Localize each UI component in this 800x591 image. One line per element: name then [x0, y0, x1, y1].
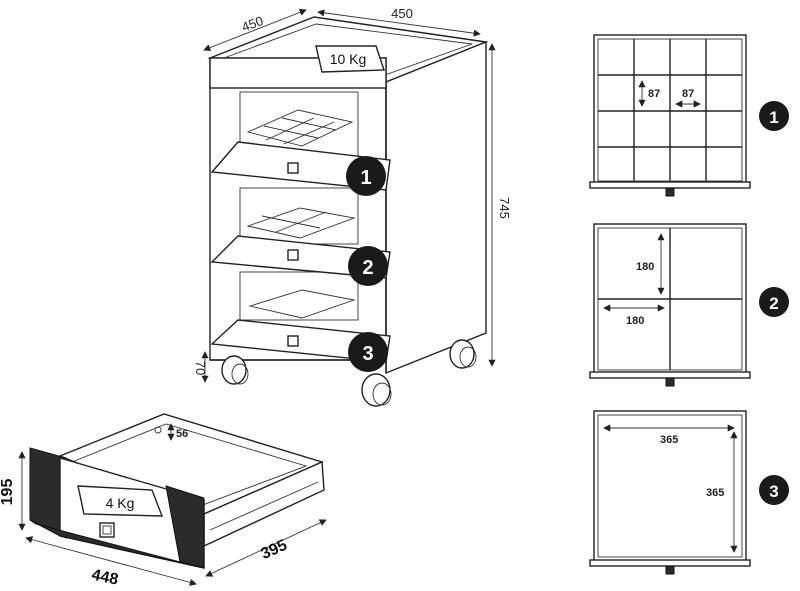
plan1-cell-width-dim: 87 [682, 88, 694, 100]
svg-text:2: 2 [769, 294, 778, 313]
drawer-width-dim: 448 [90, 567, 120, 589]
drawer-inner-dim: 56 [176, 428, 188, 440]
drawer-detail: 4 Kg 195 448 395 56 [0, 413, 327, 589]
svg-text:3: 3 [769, 482, 778, 501]
wheel-height-dim: 70 [193, 361, 208, 375]
cabinet-marker-3: 3 [348, 332, 388, 372]
drawer-front-3 [210, 319, 391, 363]
plan-marker-1: 1 [759, 101, 789, 131]
drawer-load-tag [77, 485, 164, 517]
cabinet-side [385, 40, 487, 375]
drawer-load-label: 4 Kg [106, 495, 135, 511]
cabinet-height-dim: 745 [497, 197, 512, 219]
plan-view-1: 87 87 [589, 34, 751, 197]
svg-text:1: 1 [769, 108, 778, 127]
plan-view-2: 180 180 [589, 223, 751, 387]
knob-1 [287, 162, 299, 174]
plan-marker-3: 3 [759, 475, 789, 505]
drawer-front-2 [210, 235, 391, 279]
drawer-depth-dim: 395 [259, 537, 290, 563]
caster-wheels [221, 339, 477, 407]
svg-text:1: 1 [360, 167, 371, 189]
plan3-width-dim: 365 [660, 434, 678, 446]
plan2-cell-height-dim: 180 [636, 261, 654, 273]
plan-marker-2: 2 [759, 287, 789, 317]
cabinet-marker-2: 2 [348, 246, 388, 286]
cabinet-isometric: 10 Kg 450 450 745 70 [193, 6, 512, 407]
drawer-knob [99, 522, 115, 538]
drawer-front-1 [210, 141, 391, 191]
plan2-cell-width-dim: 180 [626, 315, 644, 327]
plan1-cell-height-dim: 87 [648, 88, 660, 100]
top-load-tag [315, 45, 385, 73]
cabinet-width-dim: 450 [391, 6, 413, 21]
plan-view-3: 365 365 [589, 410, 751, 575]
drawer-height-dim: 195 [0, 479, 16, 506]
svg-text:2: 2 [362, 257, 373, 279]
top-load-label: 10 Kg [330, 51, 367, 67]
plan3-depth-dim: 365 [706, 487, 724, 499]
knob-2 [287, 249, 299, 261]
svg-text:3: 3 [362, 343, 373, 365]
knob-3 [287, 335, 299, 347]
cabinet-marker-1: 1 [346, 156, 386, 196]
cabinet-depth-dim: 450 [240, 13, 266, 35]
